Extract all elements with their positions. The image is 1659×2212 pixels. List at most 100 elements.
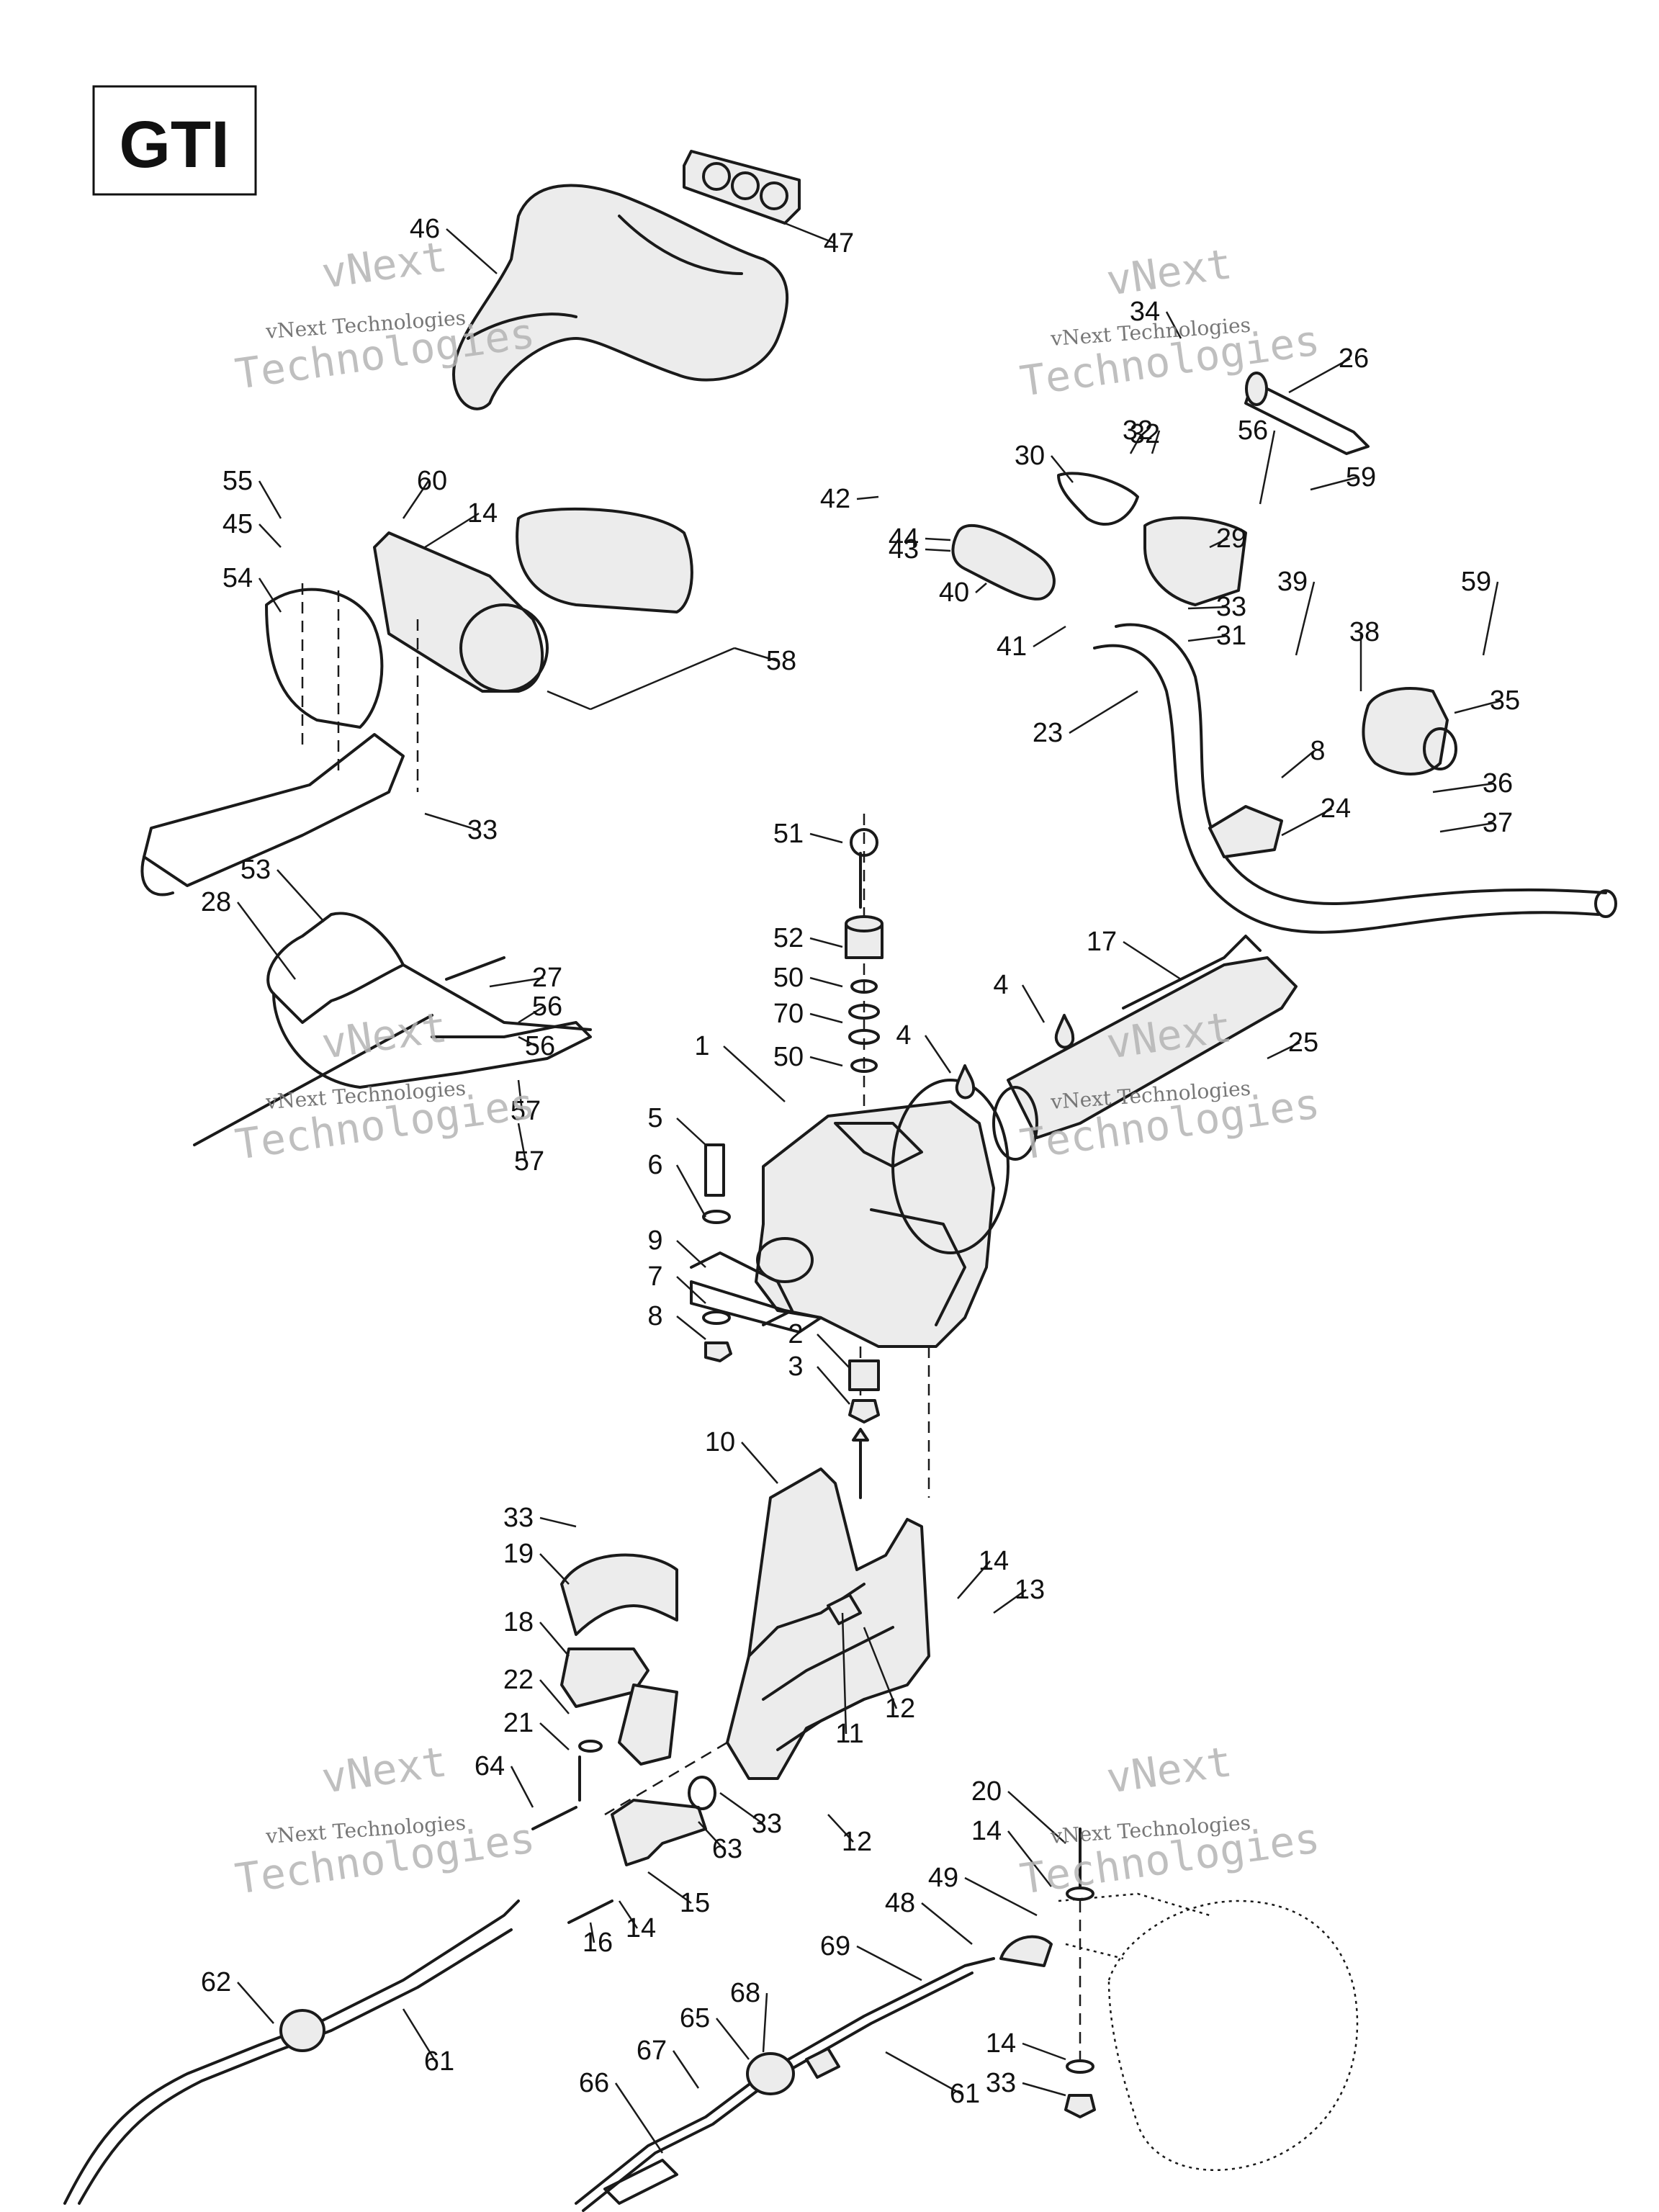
callout-number: 61 <box>950 2079 980 2109</box>
callout-leader-line <box>1267 1041 1300 1060</box>
callout-leader-line <box>1022 2082 1066 2097</box>
watermark-brand: vNext <box>1103 1737 1234 1803</box>
callout-number: 64 <box>475 1751 505 1781</box>
callout-leader-line <box>698 1821 724 1850</box>
callout-leader-line <box>856 495 879 500</box>
callout-leader-line <box>446 228 498 274</box>
callout-number: 25 <box>1288 1028 1318 1058</box>
callout-number: 24 <box>1321 793 1351 824</box>
callout-number: 54 <box>222 563 253 593</box>
callout-leader-line <box>276 869 325 922</box>
callout-leader-line <box>957 1560 991 1599</box>
callout-leader-line <box>1187 634 1228 642</box>
callout-leader-line <box>719 1791 764 1825</box>
model-title: GTI <box>92 85 257 196</box>
callout-leader-line <box>539 1722 570 1750</box>
callout-leader-line <box>1281 807 1333 837</box>
callout-number: 49 <box>928 1863 958 1893</box>
callout-leader-line <box>518 1005 544 1024</box>
callout-number: 48 <box>885 1888 915 1918</box>
callout-leader-line <box>1123 940 1182 981</box>
callout-leader-line <box>1295 581 1316 656</box>
callout-leader-line <box>517 1079 523 1112</box>
callout-number: 37 <box>1483 808 1513 838</box>
callout-number: 50 <box>773 963 804 993</box>
callout-number: 26 <box>1339 343 1369 374</box>
callout-number: 57 <box>511 1096 541 1126</box>
callout-leader-line <box>1288 357 1351 394</box>
callout-leader-line <box>589 1922 595 1943</box>
callout-leader-line <box>1310 476 1358 491</box>
callout-number: 15 <box>680 1888 710 1918</box>
callout-number: 57 <box>514 1146 544 1177</box>
callout-leader-line <box>809 1056 843 1067</box>
callout-leader-line <box>1007 1830 1052 1887</box>
callout-leader-line <box>618 1900 639 1929</box>
callout-number: 21 <box>503 1708 534 1738</box>
callout-leader-line <box>1033 625 1066 648</box>
callout-number: 19 <box>503 1539 534 1569</box>
callout-number: 53 <box>240 855 271 885</box>
callout-number: 41 <box>997 631 1027 662</box>
callout-number: 33 <box>503 1503 534 1533</box>
callout-leader-line <box>258 577 282 613</box>
callout-number: 14 <box>971 1816 1002 1846</box>
callout-leader-line <box>924 1035 952 1074</box>
callout-number: 44 <box>889 523 919 554</box>
callout-number: 68 <box>730 1978 760 2008</box>
callout-number: 23 <box>1033 718 1063 748</box>
callout-leader-line <box>518 1035 537 1048</box>
callout-number: 56 <box>525 1031 555 1061</box>
callout-leader-line <box>856 1945 922 1982</box>
callout-number: 51 <box>773 819 804 849</box>
callout-number: 59 <box>1346 462 1376 493</box>
callout-number: 38 <box>1349 617 1380 647</box>
callout-number: 8 <box>647 1301 662 1331</box>
callout-leader-line <box>539 1516 577 1528</box>
steering-bracket <box>604 1467 930 1816</box>
callout-leader-line <box>539 1679 570 1714</box>
callout-leader-line <box>1432 782 1495 793</box>
callout-leader-line <box>1151 430 1161 454</box>
fasteners-center <box>702 1143 880 1499</box>
callout-leader-line <box>784 222 836 245</box>
callout-leader-line <box>489 976 544 988</box>
callout-number: 50 <box>773 1042 804 1072</box>
callout-leader-line <box>809 937 843 948</box>
callout-number: 62 <box>201 1967 231 1997</box>
callout-number: 36 <box>1483 768 1513 799</box>
callout-number: 14 <box>467 498 498 529</box>
callout-number: 61 <box>424 2046 454 2077</box>
callout-leader-line <box>762 1992 768 2053</box>
callout-number: 66 <box>579 2068 609 2098</box>
callout-leader-line <box>676 1118 706 1146</box>
callout-number: 45 <box>222 509 253 539</box>
callout-leader-line <box>517 1123 527 1162</box>
callout-leader-line <box>993 1588 1027 1614</box>
steering-support <box>690 814 1010 1498</box>
callout-leader-line <box>885 2051 962 2095</box>
callout-number: 22 <box>503 1665 534 1695</box>
callout-leader-line <box>1021 984 1046 1023</box>
watermark-brand: vNext <box>318 1737 449 1803</box>
callout-leader-line <box>402 480 430 519</box>
callout-leader-line <box>236 902 297 980</box>
callout-number: 42 <box>820 484 850 514</box>
callout-leader-line <box>921 1902 973 1945</box>
steering-column <box>992 935 1298 1161</box>
callout-number: 39 <box>1277 567 1308 597</box>
cables <box>63 1899 1053 2212</box>
handlebar <box>1093 623 1617 934</box>
callout-number: 65 <box>680 2003 710 2033</box>
shift-lever <box>531 1776 716 1924</box>
right-controls <box>951 372 1457 775</box>
callout-leader-line <box>925 548 951 552</box>
callout-leader-line <box>716 2018 750 2060</box>
watermark-brand: vNext <box>1103 239 1234 305</box>
callout-leader-line <box>676 1316 706 1340</box>
callout-leader-line <box>1022 2042 1066 2061</box>
callout-number: 28 <box>201 887 231 917</box>
callout-number: 70 <box>773 999 804 1029</box>
